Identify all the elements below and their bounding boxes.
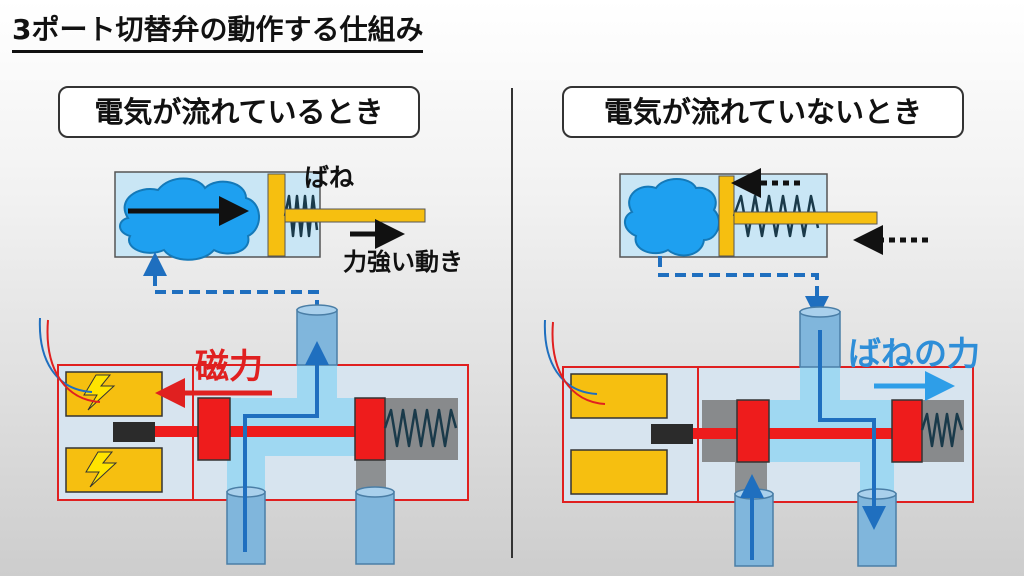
left-state-label: 電気が流れているとき — [58, 86, 420, 138]
right-coil-bottom — [570, 449, 668, 495]
cloud-icon — [624, 178, 720, 257]
right-pilot-line — [658, 256, 819, 308]
right-valve-body — [543, 319, 974, 503]
spring-icon — [732, 194, 820, 238]
right-coil-top — [570, 373, 668, 419]
right-piston-2 — [891, 399, 923, 463]
left-coil-bottom — [65, 447, 163, 493]
left-bottom-pipe-b — [355, 491, 395, 565]
left-pilot-cylinder — [114, 171, 426, 261]
right-bottom-pipe-b — [857, 493, 897, 567]
left-panel: ばね 力強い動き — [38, 163, 469, 565]
spring-force-label: ばねの力 — [848, 334, 980, 373]
left-pilot-line — [153, 258, 319, 310]
magnet-label: 磁力 — [195, 347, 263, 387]
right-piston-1 — [736, 399, 770, 463]
left-piston-1 — [197, 397, 231, 461]
left-coil-top — [65, 371, 163, 417]
lightning-icon — [83, 374, 116, 411]
left-valve-body — [38, 317, 469, 501]
right-flow-path — [818, 330, 886, 530]
right-pilot-cylinder — [619, 168, 928, 258]
cloud-icon — [119, 177, 260, 261]
center-divider — [511, 88, 513, 558]
force-label: 力強い動き — [343, 248, 463, 276]
right-state-label: 電気が流れていないとき — [562, 86, 964, 138]
page-title: 3ポート切替弁の動作する仕組み — [12, 8, 424, 53]
spring-icon — [920, 412, 964, 448]
right-panel: ばねの力 — [543, 168, 980, 567]
left-piston-2 — [354, 397, 386, 461]
spring-label: ばね — [304, 163, 354, 192]
spring-icon — [383, 408, 458, 448]
left-flow-path — [243, 341, 329, 552]
lightning-icon — [85, 451, 118, 488]
